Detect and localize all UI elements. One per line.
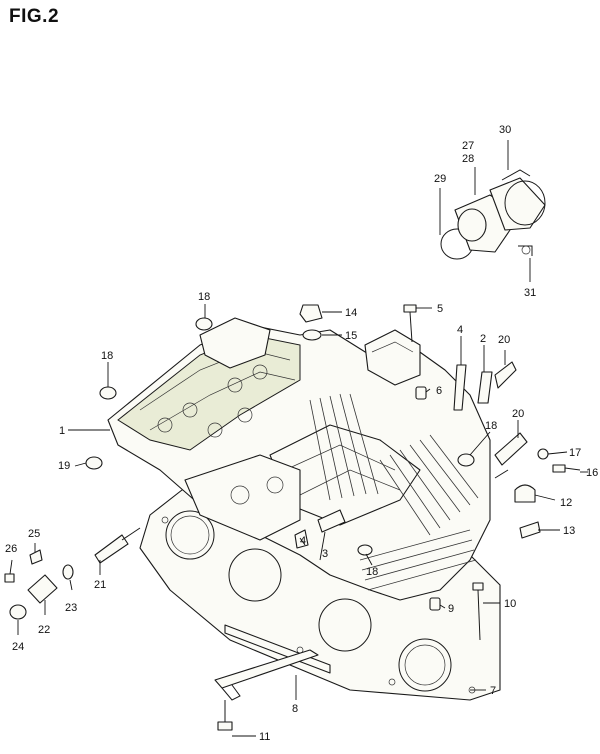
intake-pipe-assembly (440, 169, 546, 260)
callout-29: 29 (434, 173, 446, 185)
callout-22: 22 (38, 624, 50, 636)
callout-24: 24 (12, 641, 24, 653)
leader-lines (9, 140, 588, 737)
callout-26: 26 (5, 543, 17, 555)
callout-3: 3 (322, 548, 328, 560)
callout-10: 10 (504, 598, 516, 610)
callout-4a: 4 (457, 324, 463, 336)
callout-9: 9 (448, 603, 454, 615)
callout-4b: 4 (300, 535, 306, 547)
callout-5: 5 (437, 303, 443, 315)
callout-16: 16 (586, 467, 598, 479)
callout-15: 15 (345, 330, 357, 342)
callout-7: 7 (490, 685, 496, 697)
callout-13: 13 (563, 525, 575, 537)
callout-21: 21 (94, 579, 106, 591)
callout-18d: 18 (366, 566, 378, 578)
callout-25: 25 (28, 528, 40, 540)
callout-labels: 1 2 3 4 4 5 6 7 8 9 10 11 12 13 14 15 16… (5, 124, 598, 743)
callout-6: 6 (436, 385, 442, 397)
callout-17: 17 (569, 447, 581, 459)
callout-14: 14 (345, 307, 357, 319)
callout-18a: 18 (198, 291, 210, 303)
callout-20b: 20 (512, 408, 524, 420)
figure-title: FIG.2 (9, 6, 60, 27)
callout-20a: 20 (498, 334, 510, 346)
callout-27: 27 (462, 140, 474, 152)
callout-28: 28 (462, 153, 474, 165)
gasket-strip (214, 624, 331, 701)
callout-23: 23 (65, 602, 77, 614)
callout-11: 11 (259, 731, 270, 743)
callout-2: 2 (480, 333, 486, 345)
callout-18b: 18 (101, 350, 113, 362)
callout-1: 1 (59, 425, 65, 437)
callout-18c: 18 (485, 420, 497, 432)
callout-12: 12 (560, 497, 572, 509)
small-parts (4, 304, 581, 731)
callout-31: 31 (524, 287, 536, 299)
cylinder-head (107, 317, 491, 601)
callout-8: 8 (292, 703, 298, 715)
callout-19: 19 (58, 460, 70, 472)
callout-30: 30 (499, 124, 511, 136)
